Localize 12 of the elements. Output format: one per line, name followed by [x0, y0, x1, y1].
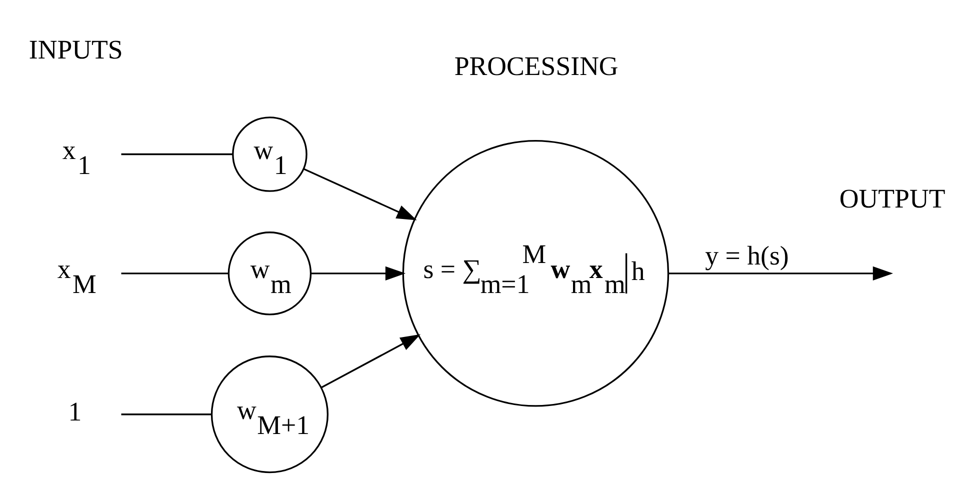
connector	[121, 414, 212, 416]
connector	[121, 153, 233, 156]
arrow	[303, 168, 417, 220]
arrow	[668, 266, 894, 280]
label: PROCESSING	[454, 51, 618, 82]
node-text: 1	[68, 396, 82, 427]
edge-label: y = h(s)	[705, 240, 789, 271]
connector	[121, 272, 228, 274]
label: INPUTS	[28, 34, 123, 64]
arrow	[311, 266, 406, 280]
arrow	[321, 334, 421, 388]
label: OUTPUT	[839, 184, 946, 214]
